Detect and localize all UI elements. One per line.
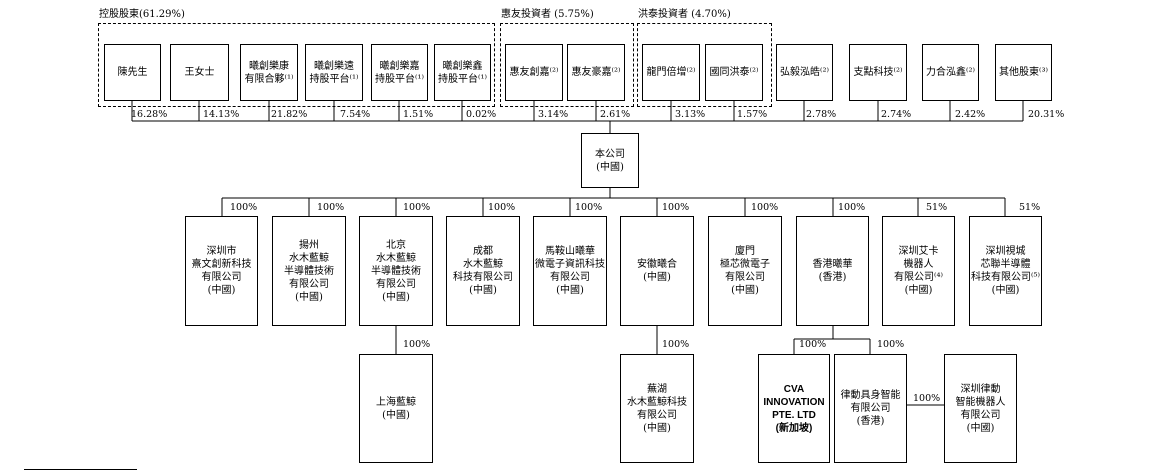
subsidiary-anhui-xihe: 安徽曦合 (中國) — [620, 216, 694, 326]
shareholder-chen: 陳先生 — [104, 44, 161, 101]
third-level-shenzhen-lvdong: 深圳律動 智能機器人 有限公司 (中國) — [944, 354, 1017, 463]
huiyou-group-label: 惠友投資者 (5.75%) — [501, 9, 594, 20]
pct-sub-anhui-xihe: 100% — [662, 202, 690, 213]
third-level-wuhu-shuimu: 蕪湖 水木藍鯨科技 有限公司 (中國) — [620, 354, 694, 463]
pct-other: 20.31% — [1028, 109, 1065, 120]
pct-sub-chengdu-shuimu: 100% — [488, 202, 516, 213]
pct-sub-beijing-shuimu: 100% — [403, 202, 431, 213]
shareholder-guotong-hongtai: 國同洪泰⁽²⁾ — [705, 44, 763, 101]
pct-xichuang-leyuan: 7.54% — [340, 109, 371, 120]
subsidiary-shenzhen-aika: 深圳艾卡 機器人 有限公司⁽⁴⁾ (中國) — [882, 216, 955, 326]
pct-hongyi-honghao: 2.78% — [806, 109, 837, 120]
pct-guotong-hongtai: 1.57% — [737, 109, 768, 120]
pct-longmen-beizeng: 3.13% — [675, 109, 706, 120]
pct-third-shenzhen-lvdong: 100% — [913, 393, 941, 404]
pct-third-wuhu-shuimu: 100% — [662, 339, 690, 350]
pct-chen: 16.28% — [131, 109, 168, 120]
huiyou-group-frame — [500, 23, 634, 107]
pct-sub-maanshan-xihua: 100% — [575, 202, 603, 213]
pct-xichuang-lexin: 0.02% — [466, 109, 497, 120]
pct-third-shanghai-lanjing: 100% — [403, 339, 431, 350]
hongtai-group-label: 洪泰投資者 (4.70%) — [638, 9, 731, 20]
pct-sub-shenzhen-xiwen: 100% — [230, 202, 258, 213]
third-level-cva-innovation: CVA INNOVATION PTE. LTD (新加坡) — [758, 354, 830, 463]
pct-sub-yangzhou-shuimu: 100% — [317, 202, 345, 213]
pct-xichuang-lejia: 1.51% — [403, 109, 434, 120]
shareholder-huiyou-haojia: 惠友豪嘉⁽²⁾ — [567, 44, 625, 101]
subsidiary-hongkong-xihua: 香港曦華 (香港) — [796, 216, 869, 326]
subsidiary-maanshan-xihua: 馬鞍山曦華 微電子資訊科技 有限公司 (中國) — [533, 216, 607, 326]
shareholder-xichuang-lejia: 曦創樂嘉 持股平台⁽¹⁾ — [371, 44, 428, 101]
shareholder-hongyi-honghao: 弘毅泓皓⁽²⁾ — [776, 44, 833, 101]
subsidiary-yangzhou-shuimu: 揚州 水木藍鯨 半導體技術 有限公司 (中國) — [272, 216, 346, 326]
controlling-group-frame — [98, 23, 495, 107]
subsidiary-xiamen-jixin: 廈門 極芯微電子 有限公司 (中國) — [708, 216, 782, 326]
hongtai-group-frame — [637, 23, 772, 107]
shareholder-xichuang-leyuan: 曦創樂遠 持股平台⁽¹⁾ — [305, 44, 363, 101]
pct-xichuang-lekang: 21.82% — [271, 109, 308, 120]
pct-third-lvdong-jushen: 100% — [877, 339, 905, 350]
pct-wang: 14.13% — [203, 109, 240, 120]
pct-sub-xiamen-jixin: 100% — [751, 202, 779, 213]
third-level-shanghai-lanjing: 上海藍鯨 (中國) — [359, 354, 433, 463]
company-box: 本公司 (中國) — [581, 133, 639, 188]
pct-sub-shenzhen-aika: 51% — [926, 202, 948, 213]
shareholder-wang: 王女士 — [170, 44, 229, 101]
shareholder-other: 其他股東⁽³⁾ — [995, 44, 1052, 101]
shareholder-zhidian-keji: 支點科技⁽²⁾ — [849, 44, 907, 101]
subsidiary-chengdu-shuimu: 成都 水木藍鯨 科技有限公司 (中國) — [446, 216, 520, 326]
shareholder-xichuang-lexin: 曦創樂鑫 持股平台⁽¹⁾ — [434, 44, 491, 101]
pct-third-cva-innovation: 100% — [799, 339, 827, 350]
shareholder-xichuang-lekang: 曦創樂康 有限合夥⁽¹⁾ — [240, 44, 298, 101]
pct-zhidian-keji: 2.74% — [881, 109, 912, 120]
shareholder-lihe-hongxin: 力合泓鑫⁽²⁾ — [922, 44, 979, 101]
subsidiary-shenzhen-shicheng: 深圳視城 芯聯半導體 科技有限公司⁽⁵⁾ (中國) — [969, 216, 1042, 326]
shareholder-huiyou-chuangjia: 惠友創嘉⁽²⁾ — [505, 44, 563, 101]
footnote-separator — [24, 469, 137, 470]
shareholder-longmen-beizeng: 龍門倍增⁽²⁾ — [642, 44, 700, 101]
pct-sub-shenzhen-shicheng: 51% — [1019, 202, 1041, 213]
pct-sub-hongkong-xihua: 100% — [838, 202, 866, 213]
third-level-lvdong-jushen: 律動具身智能 有限公司 (香港) — [834, 354, 907, 463]
pct-lihe-hongxin: 2.42% — [955, 109, 986, 120]
subsidiary-shenzhen-xiwen: 深圳市 熹文創新科技 有限公司 (中國) — [185, 216, 258, 326]
subsidiary-beijing-shuimu: 北京 水木藍鯨 半導體技術 有限公司 (中國) — [359, 216, 433, 326]
pct-huiyou-chuangjia: 3.14% — [538, 109, 569, 120]
controlling-group-label: 控股股東(61.29%) — [99, 9, 185, 20]
pct-huiyou-haojia: 2.61% — [600, 109, 631, 120]
